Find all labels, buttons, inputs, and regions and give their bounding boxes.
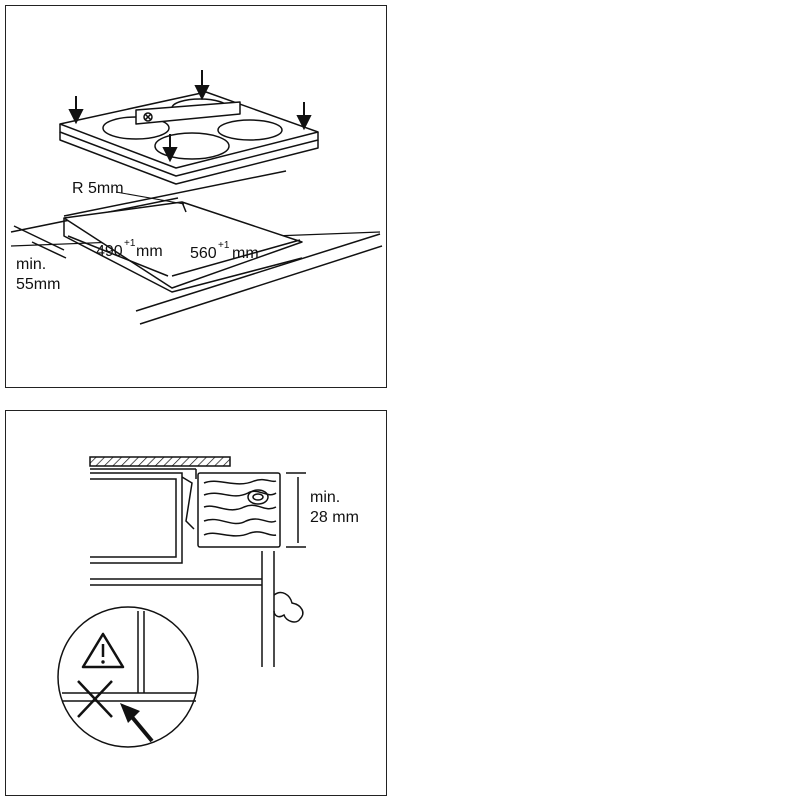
control-bar (135, 101, 241, 125)
cutout-diagram: R 5mm 490 +1 mm 560 +1 mm min. 55mm (10, 70, 383, 325)
control-knob-icon (143, 112, 153, 122)
cooking-zone-front (154, 132, 230, 160)
min-distance-label-line2: 55mm (16, 276, 60, 293)
width-dimension-line (171, 239, 301, 277)
depth-dimension-line (67, 235, 169, 277)
cooking-zone-right (217, 119, 283, 141)
radius-label: R 5mm (72, 180, 124, 197)
width-tolerance-label: +1 (218, 240, 230, 251)
warning-detail-circle (57, 606, 199, 748)
depth-unit-label: mm (136, 243, 163, 260)
min-thickness-label-line2: 28 mm (310, 509, 359, 526)
warning-triangle-icon (81, 632, 125, 669)
min-thickness-label-line1: min. (310, 489, 340, 506)
pointer-arrow-icon (120, 703, 154, 743)
press-down-arrows-icon (68, 70, 312, 163)
worktop-back-edge (63, 170, 287, 217)
cross-icon (77, 680, 113, 718)
min-distance-label-line1: min. (16, 256, 46, 273)
installation-cutout-panel: R 5mm 490 +1 mm 560 +1 mm min. 55mm (5, 5, 387, 388)
depth-tolerance-label: +1 (124, 238, 136, 249)
cutout-opening (63, 201, 303, 289)
door-knob-icon (273, 591, 304, 623)
hob-plate (59, 91, 319, 169)
hob-plate-edge (59, 124, 319, 177)
min-distance-line (31, 241, 67, 259)
section-view-panel: min. 28 mm (5, 410, 387, 796)
depth-value-label: 490 (96, 243, 123, 260)
hob-glass-section (89, 456, 231, 467)
width-value-label: 560 (190, 245, 217, 262)
width-unit-label: mm (232, 245, 259, 262)
section-diagram: min. 28 mm (57, 456, 359, 748)
hob-body-section (90, 472, 183, 564)
